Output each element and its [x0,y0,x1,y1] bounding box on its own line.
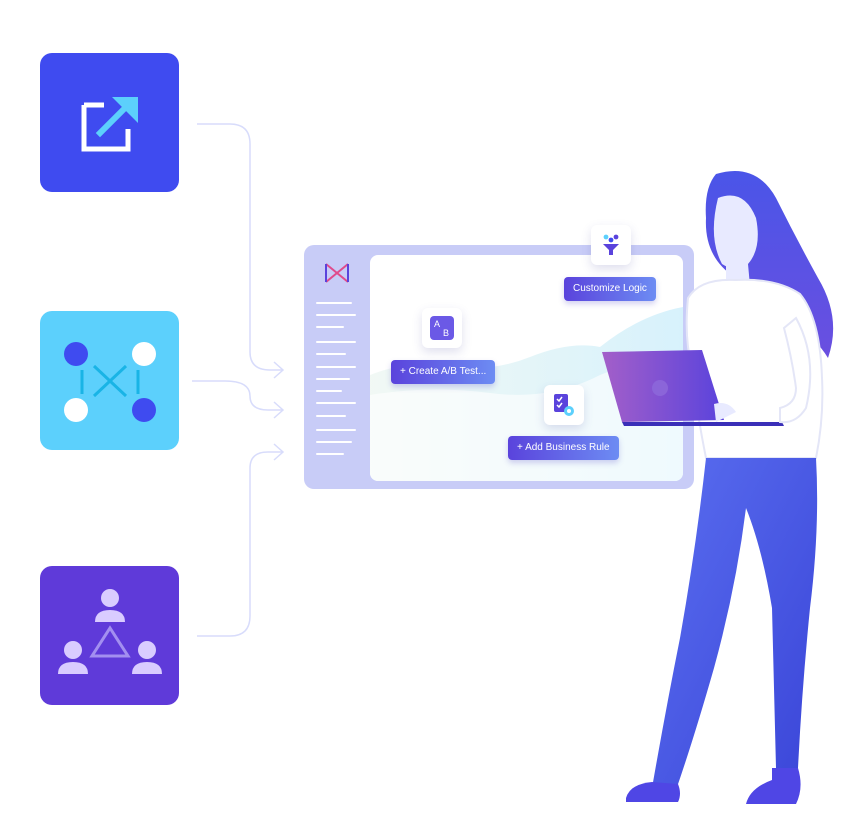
checklist-gear-icon [554,394,574,416]
create-ab-test-button[interactable]: + Create A/B Test... [391,360,496,384]
sidebar-item[interactable] [316,302,352,304]
business-rule-chip [544,385,584,425]
add-business-rule-button[interactable]: + Add Business Rule [508,436,619,460]
sidebar-item[interactable] [316,402,356,404]
laptop-icon [602,350,784,426]
people-network-icon [57,588,162,674]
sidebar-item[interactable] [316,441,352,443]
sidebar-item[interactable] [316,453,344,455]
customize-logic-button[interactable]: Customize Logic [564,277,656,301]
funnel-icon [603,234,619,255]
feature-tile-people-network [40,566,179,705]
sidebar-item[interactable] [316,326,344,328]
sidebar-item[interactable] [316,429,356,431]
external-link-icon [81,96,138,151]
ab-test-icon: A B [430,316,454,340]
sidebar-item[interactable] [316,366,356,368]
sidebar-item[interactable] [316,353,346,355]
funnel-chip [591,225,631,265]
feature-tile-connections [40,311,179,450]
sidebar-item[interactable] [316,314,356,316]
sidebar-item[interactable] [316,415,346,417]
app-logo-icon [325,263,349,283]
ab-badge-b: B [443,328,449,338]
ab-badge-a: A [434,319,440,329]
sidebar-item[interactable] [316,390,342,392]
sidebar-item[interactable] [316,341,356,343]
feature-tile-external-link [40,53,179,192]
person-with-laptop [602,171,834,804]
ab-test-chip: A B [422,308,462,348]
sidebar-item[interactable] [316,378,350,380]
connections-icon [63,341,156,422]
